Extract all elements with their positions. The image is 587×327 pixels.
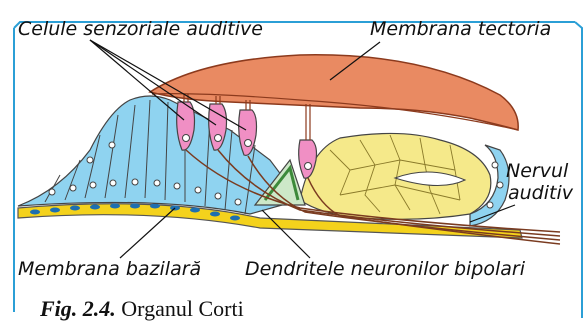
basilar-membrane-label: Membrana bazilară xyxy=(18,258,201,280)
auditory-nerve-label-line1: Nervul xyxy=(506,160,568,182)
dendrites-label: Dendritele neuronilor bipolari xyxy=(245,258,525,280)
supporting-cells xyxy=(18,96,300,214)
tectorial-membrane-label: Membrana tectoria xyxy=(370,18,551,40)
figure-number: Fig. 2.4. xyxy=(40,296,116,321)
figure-caption: Fig. 2.4. Organul Corti xyxy=(40,296,244,322)
hensen-cells xyxy=(300,133,491,219)
figure-title: Organul Corti xyxy=(121,296,243,321)
hair-cells-label: Celule senzoriale auditive xyxy=(18,18,263,40)
auditory-nerve-label-line2: auditiv xyxy=(508,182,573,204)
